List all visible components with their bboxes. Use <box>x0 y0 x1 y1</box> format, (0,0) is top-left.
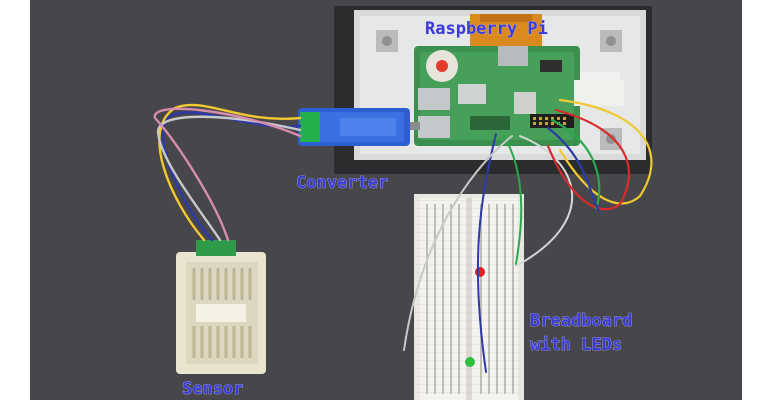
breadboard-wires <box>403 133 574 373</box>
pi-side-wires <box>546 98 653 214</box>
label-with-leds: with LEDs <box>530 335 622 355</box>
green-led <box>465 357 475 367</box>
label-raspberry-pi: Raspberry Pi <box>425 19 548 39</box>
label-sensor: Sensor <box>182 379 243 399</box>
label-converter: Converter <box>296 173 388 193</box>
raspberry-pi-board <box>414 46 624 146</box>
usb-converter <box>298 108 410 146</box>
sensor-wires <box>153 103 302 242</box>
label-breadboard: Breadboard <box>530 311 632 331</box>
temperature-humidity-sensor <box>176 240 266 374</box>
red-led <box>475 267 485 277</box>
breadboard <box>414 194 524 400</box>
